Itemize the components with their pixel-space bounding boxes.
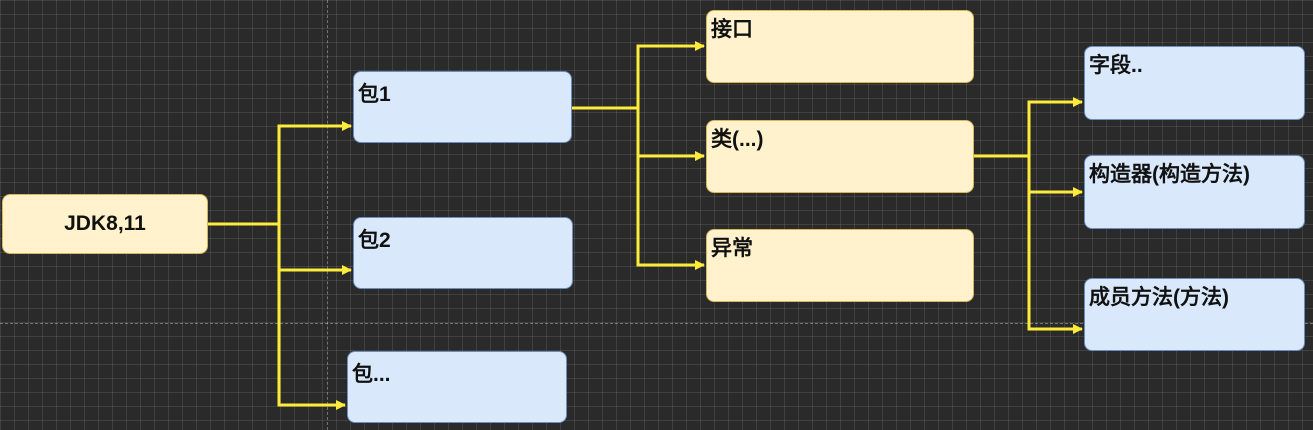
node-member-method[interactable]: 成员方法(方法): [1084, 278, 1305, 351]
edge-pkg1-interface: [572, 41, 705, 110]
horizontal-guide-line: [0, 323, 1313, 324]
node-interface[interactable]: 接口: [706, 10, 974, 83]
node-field[interactable]: 字段..: [1084, 46, 1305, 120]
edge-class-member-method: [973, 154, 1083, 334]
node-package-more[interactable]: 包...: [347, 351, 567, 423]
node-root[interactable]: JDK8,11: [2, 194, 208, 254]
edge-root-pkg1: [208, 121, 352, 226]
node-exception[interactable]: 异常: [706, 229, 974, 302]
edge-pkg1-exception: [572, 106, 705, 270]
node-constructor[interactable]: 构造器(构造方法): [1084, 155, 1305, 229]
vertical-guide-line: [327, 0, 328, 430]
edge-class-field: [973, 97, 1083, 158]
edge-root-pkg-more: [208, 222, 346, 410]
node-package-2[interactable]: 包2: [353, 217, 573, 289]
node-package-1[interactable]: 包1: [353, 71, 572, 143]
node-class[interactable]: 类(...): [706, 120, 974, 193]
